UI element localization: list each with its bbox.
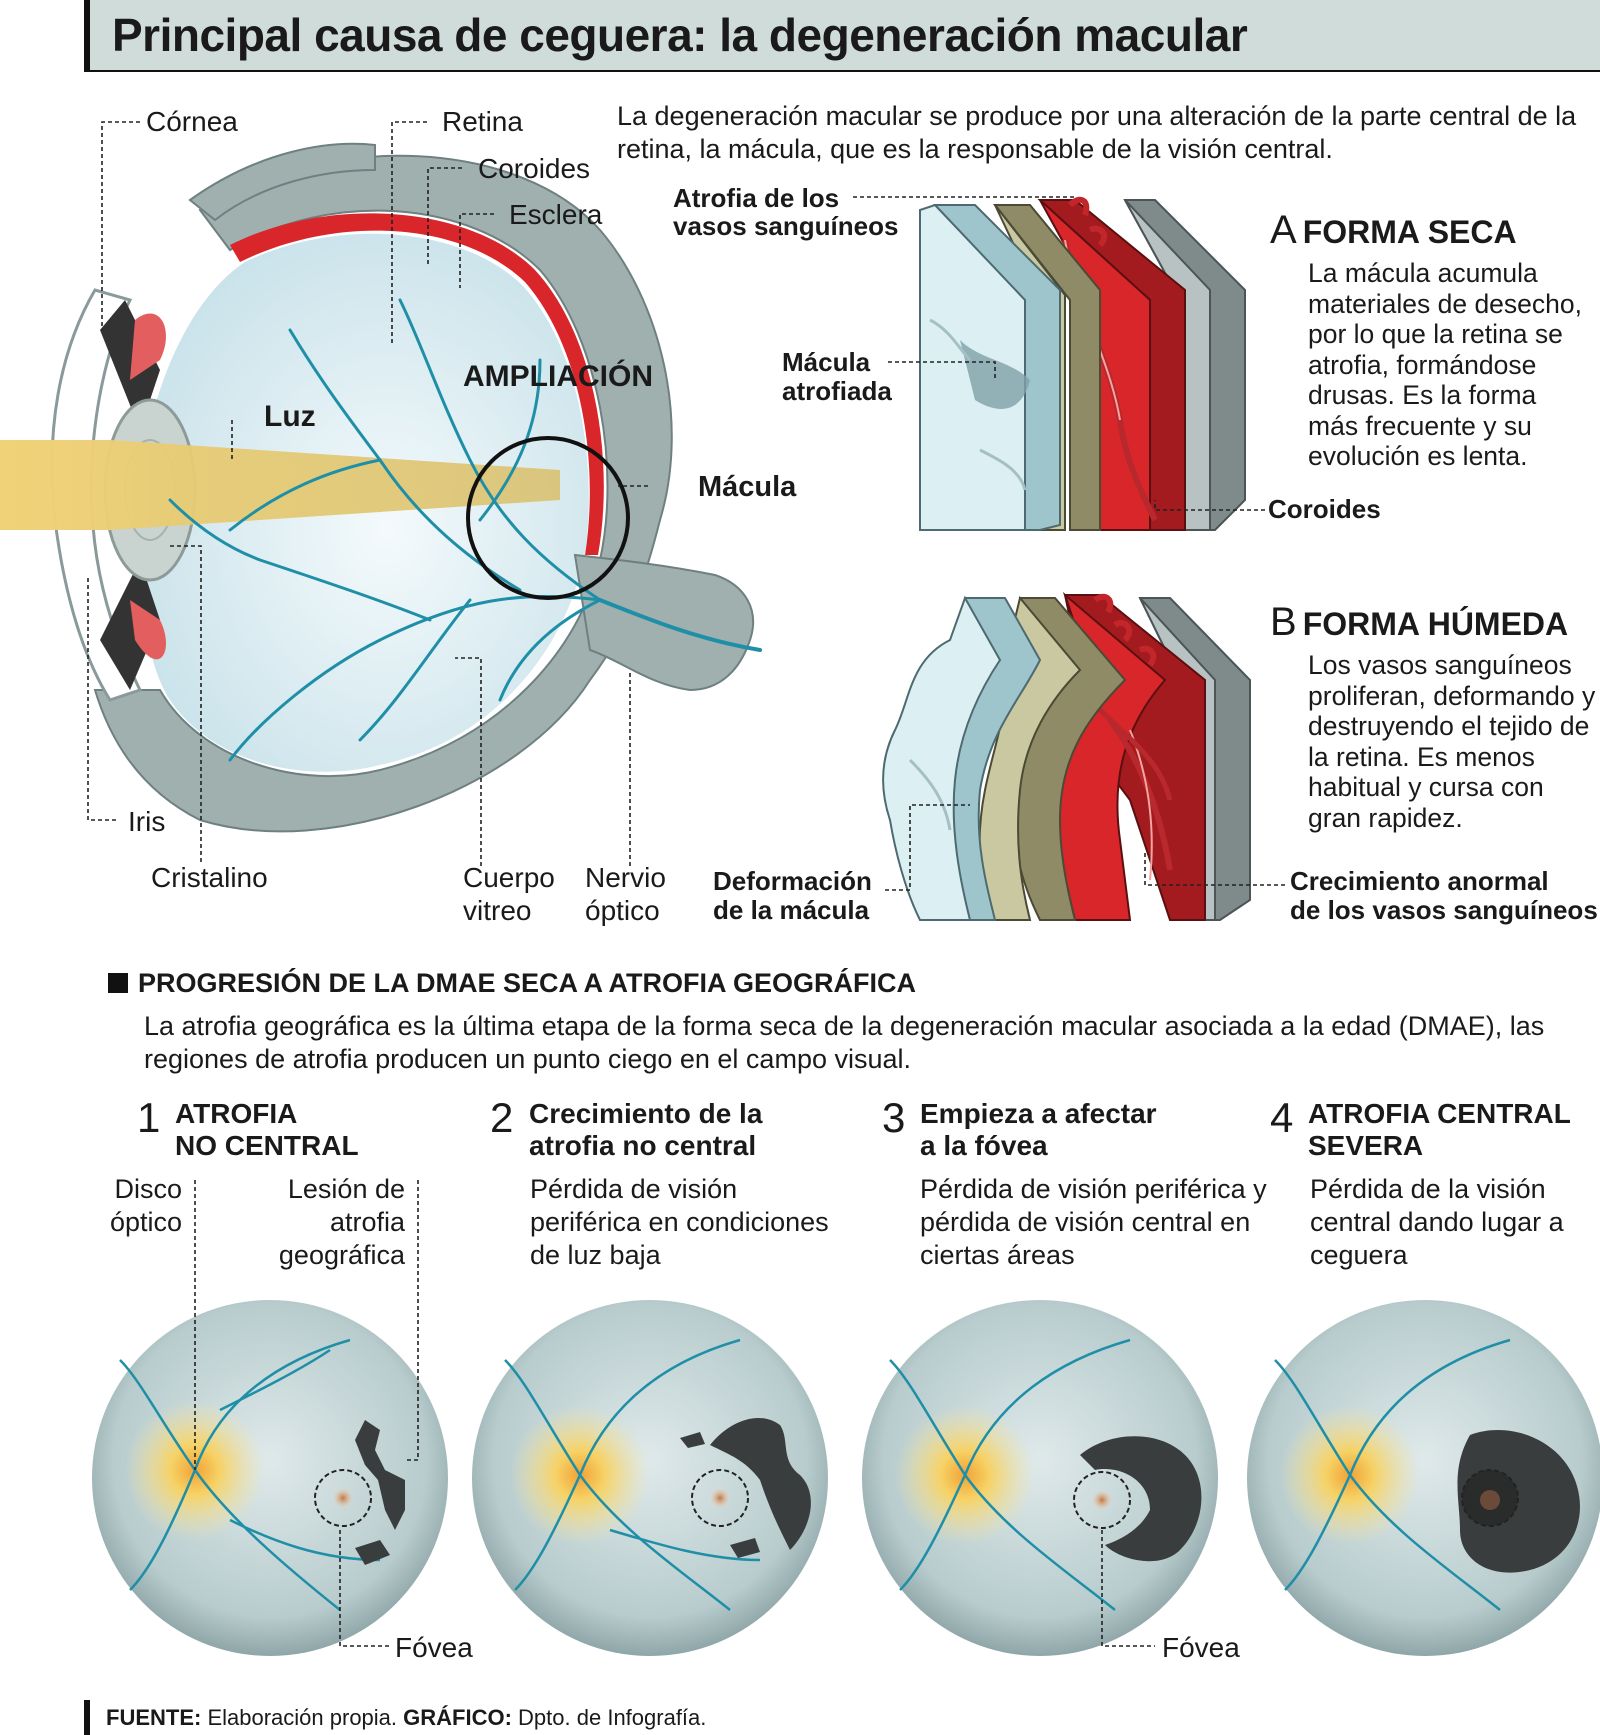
stage-1-title-2: NO CENTRAL	[175, 1130, 359, 1161]
footer-grafico-label: GRÁFICO:	[403, 1705, 512, 1730]
fundus-stage-4	[1247, 1300, 1600, 1656]
eye-leader-lines	[87, 121, 648, 866]
forma-humeda-title: FORMA HÚMEDA	[1302, 606, 1569, 642]
dry-form-layers	[919, 196, 1246, 531]
label-lesion-3: geográfica	[278, 1240, 405, 1270]
fundus-stage-1	[92, 1300, 448, 1656]
cornea	[50, 288, 143, 702]
footer-fuente-label: FUENTE:	[106, 1705, 202, 1730]
forma-seca-letter: A	[1270, 208, 1297, 252]
magnification-circle	[466, 436, 630, 600]
label-lesion-2: atrofia	[329, 1207, 405, 1237]
choroid	[230, 213, 604, 556]
fundus-stage-2	[472, 1300, 828, 1656]
label-atrofia-1: Atrofia de los	[673, 183, 840, 213]
section-square-icon	[108, 973, 128, 993]
title-bar	[84, 0, 1600, 72]
stage-4-number: 4	[1270, 1094, 1294, 1141]
stage-2-title-1: Crecimiento de la	[529, 1098, 763, 1129]
forma-seca-title: FORMA SECA	[1302, 214, 1517, 250]
label-ampliacion: AMPLIACIÓN	[463, 360, 653, 393]
label-disco-2: óptico	[109, 1207, 182, 1237]
progression-heading-text: PROGRESIÓN DE LA DMAE SECA A ATROFIA GEO…	[138, 968, 917, 998]
stage-2-number: 2	[490, 1094, 514, 1141]
footer-grafico-value: Dpto. de Infografía.	[518, 1705, 707, 1730]
footer-fuente-value: Elaboración propia.	[207, 1705, 398, 1730]
label-fovea-3: Fóvea	[1162, 1632, 1240, 1663]
label-coroides: Coroides	[478, 153, 591, 184]
page-title: Principal causa de ceguera: la degenerac…	[112, 9, 1248, 61]
label-nervio-optico-1: Nervio	[585, 862, 666, 893]
ciliary-red	[130, 313, 166, 660]
label-deformacion-1: Deformación	[713, 866, 872, 896]
label-iris: Iris	[128, 806, 166, 837]
progression-text: La atrofia geográfica es la última etapa…	[144, 1011, 1545, 1074]
stage-2-title-2: atrofia no central	[529, 1130, 757, 1161]
intro-text: La degeneración macular se produce por u…	[617, 101, 1577, 164]
fundus-leader-lines	[194, 1180, 1155, 1647]
stage-3-title-2: a la fóvea	[920, 1130, 1048, 1161]
forma-humeda-letter: B	[1270, 600, 1297, 644]
label-disco-1: Disco	[114, 1174, 182, 1204]
layer-leader-lines	[853, 196, 1285, 891]
label-cuerpo-vitreo-1: Cuerpo	[463, 862, 555, 893]
label-nervio-optico-2: óptico	[585, 895, 660, 926]
label-cristalino: Cristalino	[151, 862, 268, 893]
label-deformacion-2: de la mácula	[713, 895, 870, 925]
label-crecimiento-2: de los vasos sanguíneos	[1290, 895, 1598, 925]
stage-1-title-1: ATROFIA	[175, 1098, 298, 1129]
eye-cross-section	[0, 142, 762, 833]
forma-humeda-text: Los vasos sanguíneos proliferan, deforma…	[1308, 650, 1596, 833]
label-coroides-seca: Coroides	[1268, 494, 1381, 524]
light-beam	[0, 440, 560, 530]
stage-3-text: Pérdida de visión periférica y pérdida d…	[920, 1174, 1267, 1270]
stage-4-title-1: ATROFIA CENTRAL	[1308, 1098, 1571, 1129]
stage-3-number: 3	[882, 1094, 906, 1141]
dry-retina-layer	[992, 204, 1101, 531]
stage-2-text: Pérdida de visión periférica en condicio…	[530, 1174, 829, 1270]
stage-1-number: 1	[137, 1094, 161, 1141]
stage-3-title-1: Empieza a afectar	[920, 1098, 1157, 1129]
label-lesion-1: Lesión de	[287, 1174, 405, 1204]
footer: FUENTE: Elaboración propia. GRÁFICO: Dpt…	[84, 1700, 1600, 1735]
label-luz: Luz	[264, 400, 316, 433]
label-cornea: Córnea	[146, 106, 238, 137]
sclera	[93, 154, 673, 833]
forma-seca-text: La mácula acumula materiales de desecho,…	[1308, 258, 1582, 471]
wet-form-layers	[882, 591, 1251, 921]
sclera-top-flap	[188, 142, 376, 222]
label-macula: Mácula	[698, 471, 797, 503]
label-esclera: Esclera	[509, 199, 603, 230]
label-macula-atrofiada-1: Mácula	[782, 347, 871, 377]
stage-4-text: Pérdida de la visión central dando lugar…	[1310, 1174, 1564, 1270]
label-crecimiento-1: Crecimiento anormal	[1290, 866, 1549, 896]
label-macula-atrofiada-2: atrofiada	[782, 376, 892, 406]
label-fovea-1: Fóvea	[395, 1632, 473, 1663]
label-retina: Retina	[442, 106, 523, 137]
progression-heading: PROGRESIÓN DE LA DMAE SECA A ATROFIA GEO…	[108, 968, 916, 999]
fundus-stage-3	[862, 1300, 1218, 1656]
stage-4-title-2: SEVERA	[1308, 1130, 1424, 1161]
label-atrofia-2: vasos sanguíneos	[673, 211, 899, 241]
iris-shape	[100, 300, 160, 690]
label-cuerpo-vitreo-2: vitreo	[463, 895, 532, 926]
